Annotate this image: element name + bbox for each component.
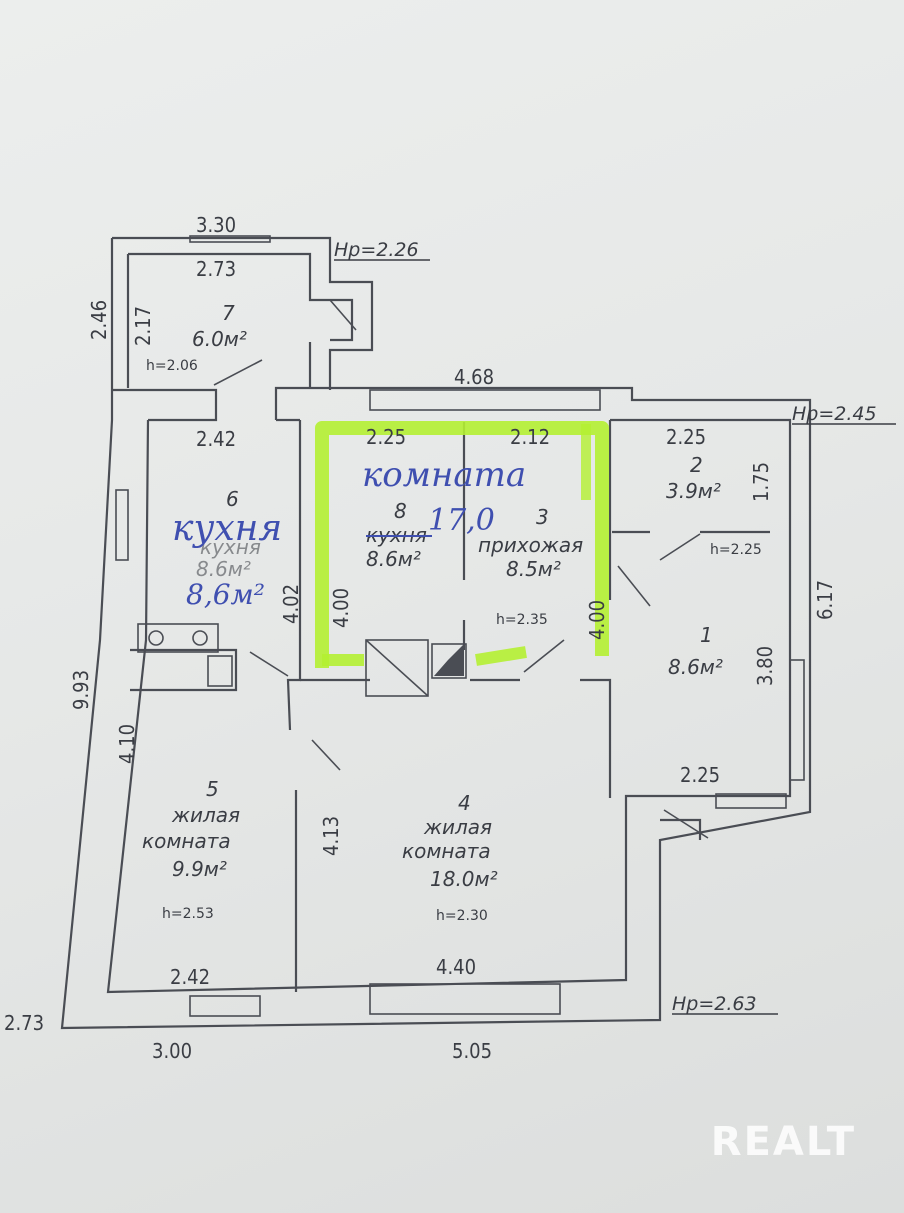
dim-933: 9.93 xyxy=(69,670,93,710)
room-4-name2: комната xyxy=(402,839,491,863)
height-bottom: Нр=2.63 xyxy=(672,993,757,1015)
room-2-area: 3.9м² xyxy=(666,479,721,503)
handwritten-room-area: 17,0 xyxy=(428,503,495,538)
room-4-height: h=2.30 xyxy=(436,908,488,924)
dim-225-b: 2.25 xyxy=(666,425,706,449)
room-3-area: 8.5м² xyxy=(506,557,561,581)
dim-225-a: 2.25 xyxy=(366,425,406,449)
room-6-name: кухня xyxy=(200,535,261,559)
room-7-number: 7 xyxy=(222,301,235,325)
room-6: 6 кухня 8.6м² xyxy=(196,487,261,581)
dim-410: 4.10 xyxy=(115,724,139,764)
dim-400-b: 4.00 xyxy=(585,600,609,640)
dim-505: 5.05 xyxy=(452,1039,492,1063)
dim-225-c: 2.25 xyxy=(680,763,720,787)
room-7-area: 6.0м² xyxy=(192,327,247,351)
dim-242-top: 2.42 xyxy=(196,427,236,451)
room-8: 8 кухня 8.6м² xyxy=(366,499,432,571)
realt-watermark-logo: REALT xyxy=(710,1119,856,1165)
dim-212: 2.12 xyxy=(510,425,550,449)
room-6-area: 8.6м² xyxy=(196,557,251,581)
room-5-name2: комната xyxy=(142,829,231,853)
height-top-left: Нр=2.26 xyxy=(334,239,419,261)
dim-246: 2.46 xyxy=(87,300,111,340)
room-3-number: 3 xyxy=(536,505,549,529)
dim-440: 4.40 xyxy=(436,955,476,979)
room-5-number: 5 xyxy=(206,777,219,801)
room-5: 5 жилая комната 9.9м² h=2.53 xyxy=(142,777,240,922)
room-7-height: h=2.06 xyxy=(146,358,198,374)
room-3-name: прихожая xyxy=(478,533,583,557)
room-8-number: 8 xyxy=(394,499,407,523)
room-1: 1 8.6м² xyxy=(668,623,723,679)
dimension-labels: 3.30 2.73 2.46 2.17 4.68 2.42 2.25 2.12 … xyxy=(4,213,837,1063)
room-6-number: 6 xyxy=(226,487,239,511)
room-5-area: 9.9м² xyxy=(172,857,227,881)
room-3-height: h=2.35 xyxy=(496,612,548,628)
room-2: 2 3.9м² h=2.25 xyxy=(666,453,762,558)
dim-400-a: 4.00 xyxy=(329,588,353,628)
outer-walls xyxy=(60,235,812,1030)
height-right: Нр=2.45 xyxy=(792,403,877,425)
dim-330: 3.30 xyxy=(196,213,236,237)
room-1-number: 1 xyxy=(700,623,713,647)
room-4-number: 4 xyxy=(458,791,471,815)
room-3: 3 прихожая 8.5м² h=2.35 xyxy=(478,505,583,628)
dim-273-bot: 2.73 xyxy=(4,1011,44,1035)
dim-413: 4.13 xyxy=(319,816,343,856)
room-8-area: 8.6м² xyxy=(366,547,421,571)
dim-300: 3.00 xyxy=(152,1039,192,1063)
handwritten-room: комната xyxy=(362,455,526,495)
handwritten-kitchen: кухня xyxy=(172,508,282,549)
room-4-area: 18.0м² xyxy=(430,867,498,891)
dim-468: 4.68 xyxy=(454,365,494,389)
handwritten-kitchen-area: 8,6м² xyxy=(186,578,265,611)
room-4: 4 жилая комната 18.0м² h=2.30 xyxy=(402,791,498,924)
room-7: 7 6.0м² h=2.06 xyxy=(146,301,247,374)
dim-273-top: 2.73 xyxy=(196,257,236,281)
dim-617: 6.17 xyxy=(813,580,837,620)
dim-217: 2.17 xyxy=(131,306,155,346)
handwritten-notes: кухня 8,6м² комната 17,0 xyxy=(172,455,526,611)
room-5-height: h=2.53 xyxy=(162,906,214,922)
room-2-height: h=2.25 xyxy=(710,542,762,558)
dim-380: 3.80 xyxy=(753,646,777,686)
highlighter-marks xyxy=(315,421,609,668)
room-5-name1: жилая xyxy=(171,803,240,827)
room-1-area: 8.6м² xyxy=(668,655,723,679)
inner-walls xyxy=(112,299,770,992)
dim-175: 1.75 xyxy=(749,462,773,502)
room-2-number: 2 xyxy=(690,453,703,477)
room-4-name1: жилая xyxy=(423,815,492,839)
dim-242-bot: 2.42 xyxy=(170,965,210,989)
dim-402: 4.02 xyxy=(279,584,303,624)
